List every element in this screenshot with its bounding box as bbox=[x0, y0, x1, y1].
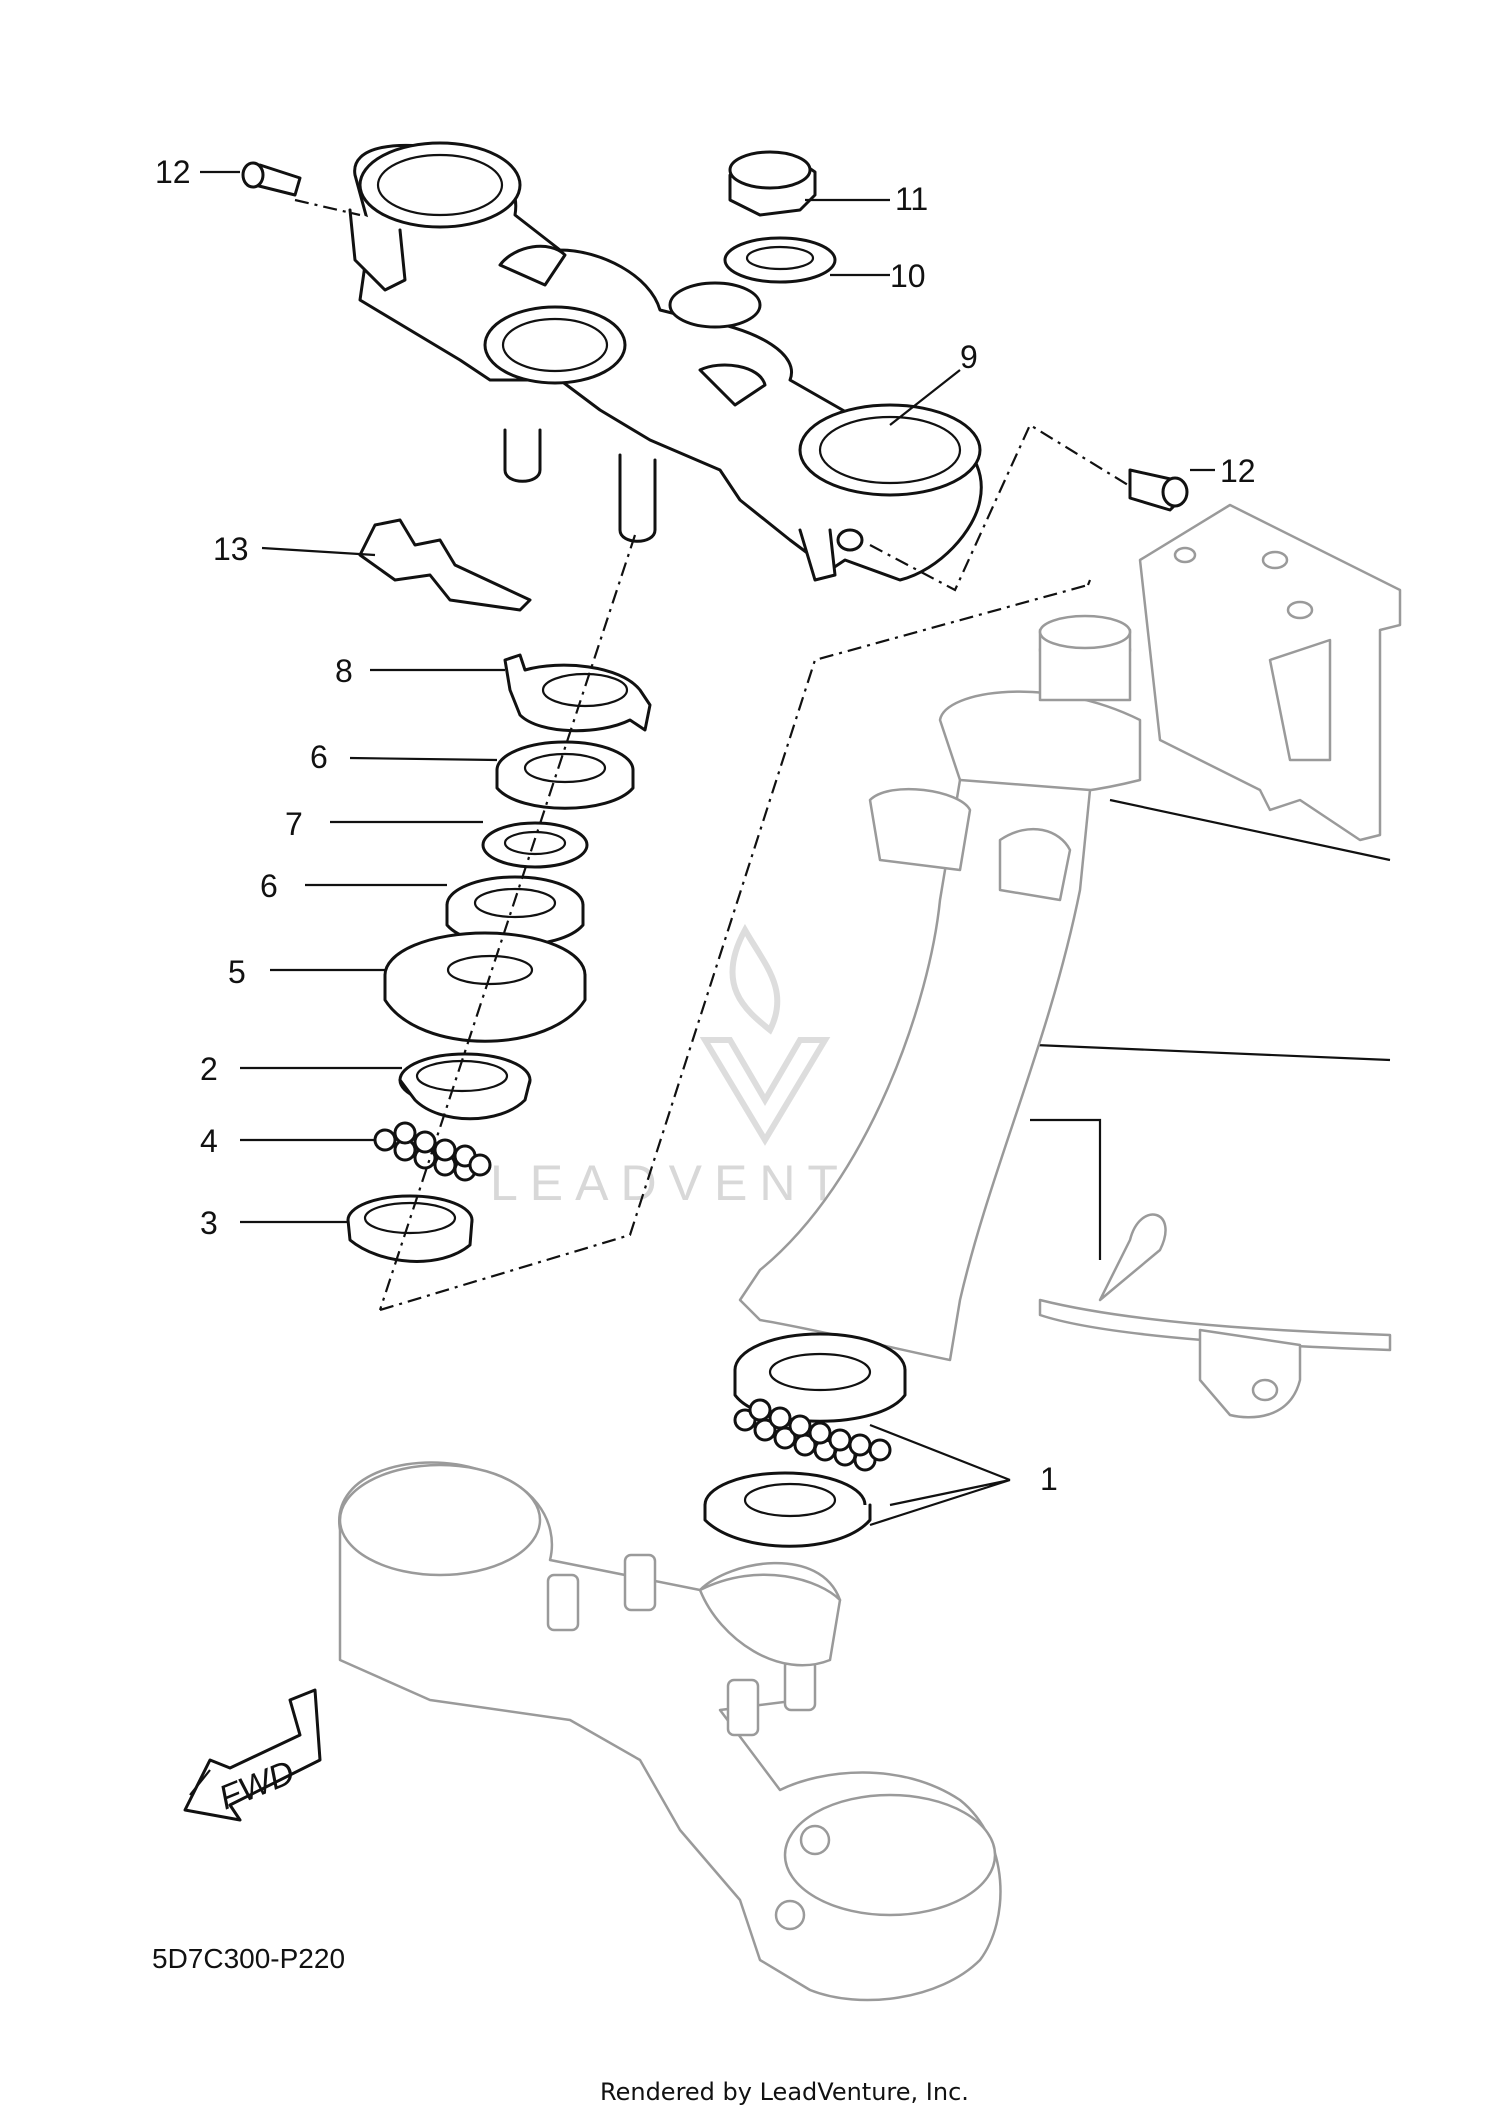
callout-6-lower: 6 bbox=[260, 868, 278, 904]
part-8-lock-washer bbox=[503, 653, 652, 733]
fwd-arrow: FWD bbox=[183, 1688, 322, 1822]
steering-head-pipe bbox=[738, 614, 1142, 1362]
frame-ghost bbox=[1030, 503, 1402, 1419]
part-2-bearing-race bbox=[398, 1052, 532, 1121]
part-10-washer bbox=[723, 236, 837, 284]
render-credit: Rendered by LeadVenture, Inc. bbox=[600, 2078, 969, 2106]
callout-11: 11 bbox=[895, 181, 928, 217]
part-1-bearing-set bbox=[703, 1332, 907, 1548]
part-12-bolt-top bbox=[241, 161, 302, 197]
callout-6-upper: 6 bbox=[310, 739, 328, 775]
callout-5: 5 bbox=[228, 954, 246, 990]
part-5-cover bbox=[383, 931, 587, 1043]
part-12-bolt-right bbox=[1128, 468, 1189, 512]
callout-1: 1 bbox=[1040, 1461, 1058, 1497]
callout-8: 8 bbox=[335, 653, 353, 689]
part-7-washer bbox=[481, 821, 589, 869]
callout-13: 13 bbox=[213, 531, 249, 567]
assembly-centerlines bbox=[294, 198, 1129, 1312]
callout-12-right: 12 bbox=[1220, 453, 1256, 489]
part-4-ball-bearing bbox=[373, 1121, 492, 1182]
lower-bracket-ghost bbox=[338, 1461, 1002, 2002]
callout-2: 2 bbox=[200, 1051, 218, 1087]
callout-numbers: 12 11 10 9 12 13 8 6 7 6 5 2 4 3 1 bbox=[155, 154, 1256, 1497]
callout-9: 9 bbox=[960, 339, 978, 375]
part-13-bracket-plate bbox=[358, 518, 532, 612]
callout-10: 10 bbox=[890, 258, 926, 294]
callout-4: 4 bbox=[200, 1123, 218, 1159]
part-11-nut bbox=[728, 150, 817, 217]
callout-12-top: 12 bbox=[155, 154, 191, 190]
callout-3: 3 bbox=[200, 1205, 218, 1241]
part-3-bearing-race bbox=[346, 1194, 474, 1263]
diagram-code: 5D7C300-P220 bbox=[152, 1943, 345, 1974]
leader-lines bbox=[200, 170, 1215, 1527]
part-9-upper-bracket bbox=[348, 141, 983, 582]
part-6-ring-nut-upper bbox=[495, 740, 635, 810]
callout-7: 7 bbox=[285, 806, 303, 842]
part-1-balls bbox=[733, 1398, 892, 1472]
